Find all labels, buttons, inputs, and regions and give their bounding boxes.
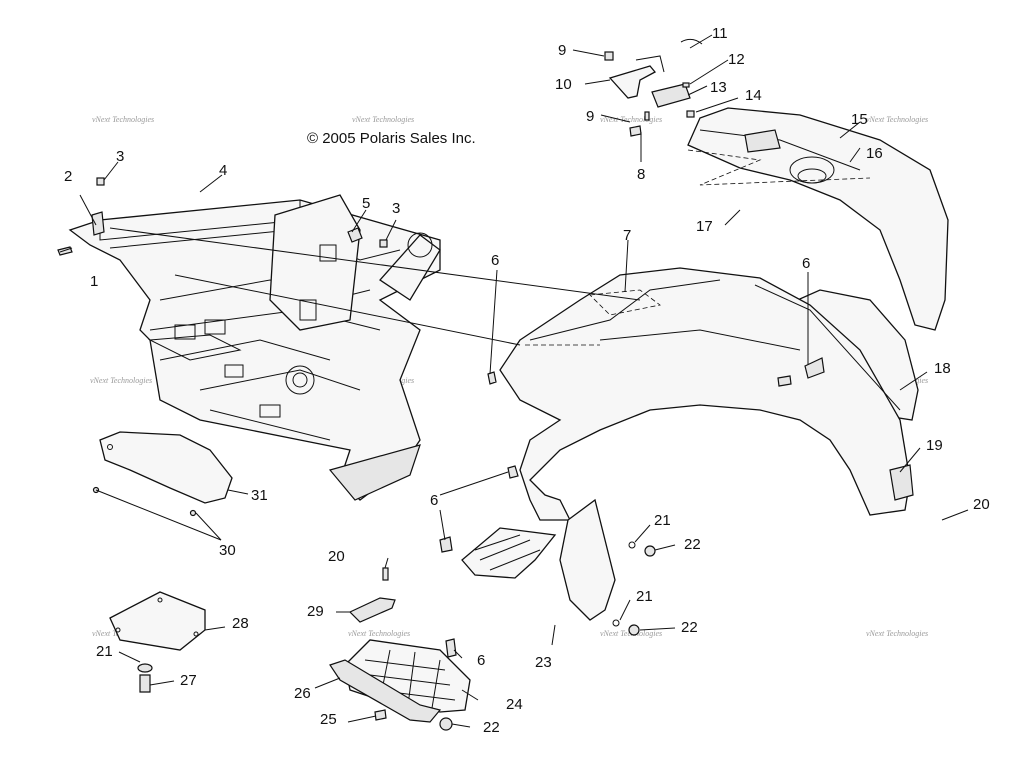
cover-31 [92, 431, 233, 517]
callout-3: 3 [116, 148, 124, 165]
callout-27: 27 [180, 672, 197, 689]
callout-5: 5 [362, 195, 370, 212]
rear-fender [687, 107, 949, 331]
watermark: vNext Technologies [90, 376, 152, 385]
callout-16: 16 [866, 145, 883, 162]
callout-4: 4 [219, 162, 227, 179]
callout-9: 9 [586, 108, 594, 125]
callout-12: 12 [728, 51, 745, 68]
callout-21: 21 [654, 512, 671, 529]
watermark: vNext Technologies [866, 115, 928, 124]
callout-20: 20 [973, 496, 990, 513]
copyright-text: © 2005 Polaris Sales Inc. [307, 130, 476, 147]
callout-6: 6 [491, 252, 499, 269]
skid-plate [109, 591, 206, 693]
callout-9: 9 [558, 42, 566, 59]
footrest-upper [439, 465, 557, 579]
footrest-lower [329, 638, 471, 731]
callout-11: 11 [712, 25, 728, 42]
watermark: vNext Technologies [866, 629, 928, 638]
callout-2: 2 [64, 168, 72, 185]
watermark: vNext Technologies [348, 629, 410, 638]
callout-24: 24 [506, 696, 523, 713]
assembly-lines [109, 227, 641, 346]
callout-8: 8 [637, 166, 645, 183]
callout-25: 25 [320, 711, 337, 728]
mud-flap [559, 498, 656, 636]
callout-6: 6 [477, 652, 485, 669]
frame-assembly [68, 194, 441, 501]
callout-7: 7 [623, 227, 631, 244]
callout-18: 18 [934, 360, 951, 377]
watermark: vNext Technologies [352, 115, 414, 124]
callout-30: 30 [219, 542, 236, 559]
callout-1: 1 [90, 273, 98, 290]
callout-19: 19 [926, 437, 943, 454]
callout-20: 20 [328, 548, 345, 565]
callout-10: 10 [555, 76, 572, 93]
callouts: 1 2 3 3 4 5 6 6 6 6 7 8 9 9 10 11 12 13 … [64, 25, 990, 736]
callout-29: 29 [307, 603, 324, 620]
callout-22: 22 [681, 619, 698, 636]
callout-13: 13 [710, 79, 727, 96]
callout-21: 21 [96, 643, 113, 660]
callout-6: 6 [430, 492, 438, 509]
leader-lines [59, 34, 969, 728]
bracket-29 [348, 567, 396, 623]
callout-22: 22 [684, 536, 701, 553]
callout-31: 31 [251, 487, 268, 504]
callout-28: 28 [232, 615, 249, 632]
callout-15: 15 [851, 111, 868, 128]
callout-3: 3 [392, 200, 400, 217]
callout-22: 22 [483, 719, 500, 736]
callout-6: 6 [802, 255, 810, 272]
callout-26: 26 [294, 685, 311, 702]
watermark: vNext Technologies [600, 115, 662, 124]
frame-hardware [57, 177, 388, 256]
callout-23: 23 [535, 654, 552, 671]
callout-14: 14 [745, 87, 762, 104]
taillight-assembly [604, 38, 703, 137]
callout-21: 21 [636, 588, 653, 605]
callout-17: 17 [696, 218, 713, 235]
watermark: vNext Technologies [92, 115, 154, 124]
